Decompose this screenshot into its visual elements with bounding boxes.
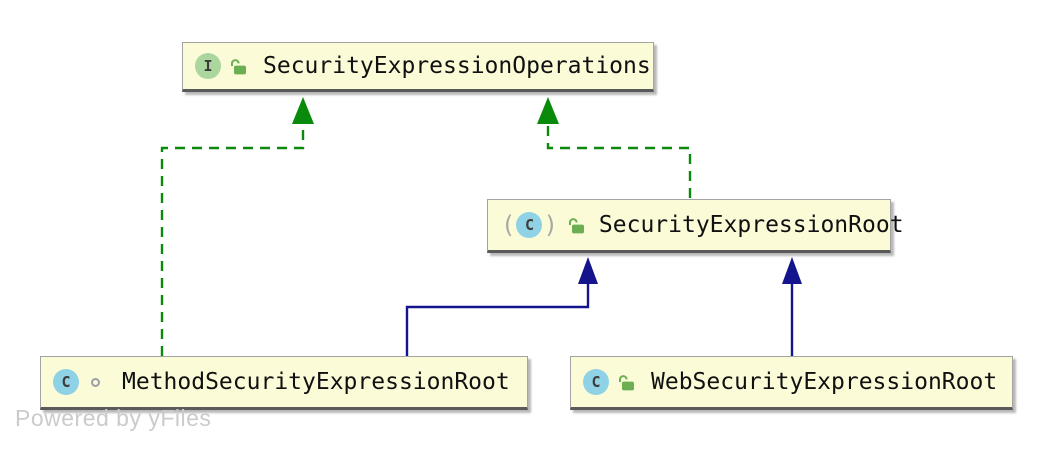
right-paren: ) bbox=[543, 211, 558, 239]
node-label: SecurityExpressionOperations bbox=[263, 53, 651, 79]
interface-icon: I bbox=[195, 53, 221, 79]
uml-node-security-expression-operations[interactable]: I SecurityExpressionOperations bbox=[182, 42, 654, 92]
uml-node-web-security-expression-root[interactable]: C WebSecurityExpressionRoot bbox=[570, 356, 1013, 410]
edge-extends-web-to-root[interactable] bbox=[782, 257, 802, 356]
class-letter: C bbox=[61, 373, 71, 391]
uml-node-security-expression-root[interactable]: ( C ) SecurityExpressionRoot bbox=[487, 199, 904, 253]
class-icon: C bbox=[516, 212, 543, 238]
class-letter: C bbox=[591, 373, 601, 391]
extends-arrowhead bbox=[578, 257, 598, 284]
public-lock-icon bbox=[229, 58, 248, 75]
edge-implements-method-to-operations[interactable] bbox=[160, 97, 314, 356]
implements-arrowhead bbox=[292, 97, 314, 124]
node-label: MethodSecurityExpressionRoot bbox=[122, 369, 510, 395]
class-icon: C bbox=[583, 369, 609, 395]
class-icon: C bbox=[53, 369, 79, 395]
package-private-icon bbox=[91, 377, 100, 387]
node-label: SecurityExpressionRoot bbox=[598, 212, 904, 238]
abstract-class-icon: ( C ) bbox=[500, 212, 559, 238]
edge-implements-root-to-operations[interactable] bbox=[537, 97, 692, 198]
yfiles-watermark: Powered by yFiles bbox=[15, 405, 212, 431]
uml-node-method-security-expression-root[interactable]: C MethodSecurityExpressionRoot bbox=[40, 356, 528, 410]
extends-arrowhead bbox=[782, 257, 802, 284]
class-letter: C bbox=[524, 216, 534, 234]
implements-arrowhead bbox=[537, 97, 559, 124]
public-lock-icon bbox=[617, 374, 636, 391]
public-lock-icon bbox=[567, 217, 586, 234]
interface-letter: I bbox=[203, 57, 213, 75]
edge-extends-method-to-root[interactable] bbox=[405, 257, 598, 356]
left-paren: ( bbox=[501, 211, 516, 239]
node-label: WebSecurityExpressionRoot bbox=[651, 369, 998, 395]
